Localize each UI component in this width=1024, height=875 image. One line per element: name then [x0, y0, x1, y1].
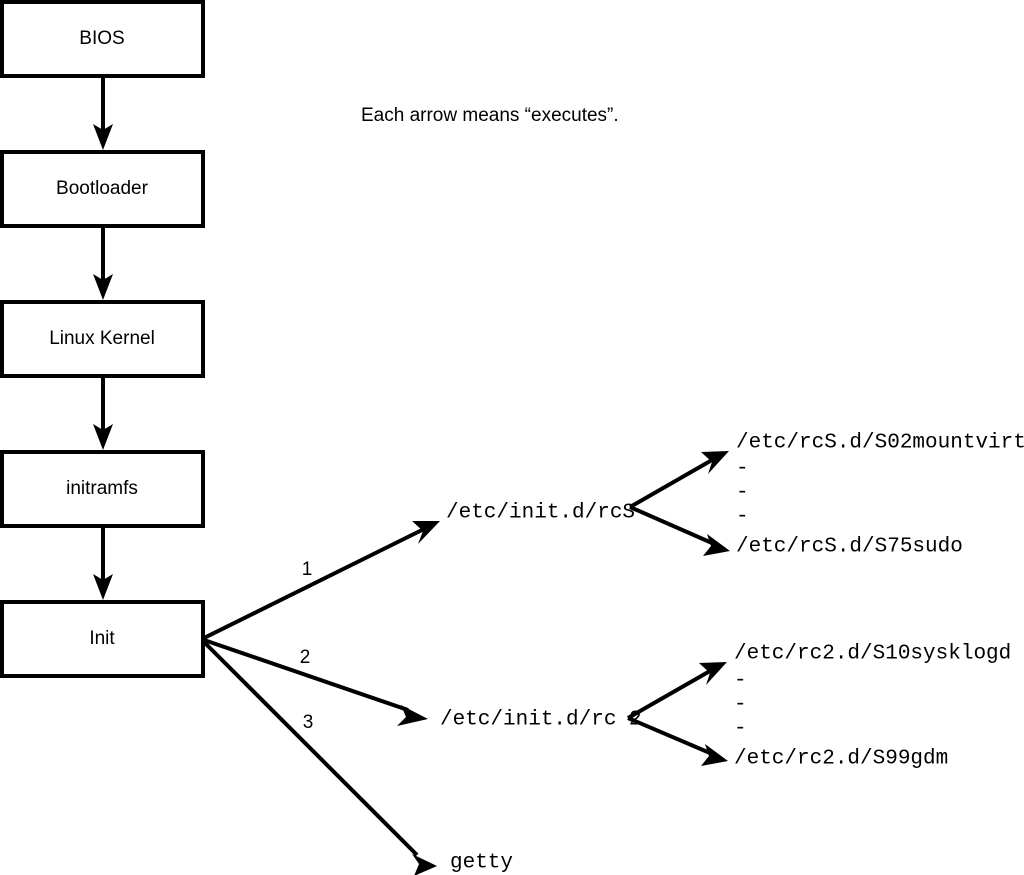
arrow-head-icon	[412, 521, 440, 544]
ellipsis-dash: -	[736, 482, 749, 505]
arrow-head-icon	[397, 705, 428, 726]
box-bios: BIOS	[0, 0, 205, 78]
box-bios-rect	[0, 0, 205, 78]
edge-line	[203, 527, 425, 640]
arrow-head-icon	[93, 274, 113, 300]
arrow-head-icon	[703, 534, 730, 556]
arrow-head-icon	[701, 744, 728, 766]
edge-label-2: 2	[300, 647, 311, 668]
connector-kernel-to-initramfs	[93, 376, 113, 450]
node-rcs-label: /etc/init.d/rcS	[446, 502, 635, 525]
arrow-head-icon	[699, 662, 727, 685]
node-rcs-child-last-label: /etc/rcS.d/S75sudo	[736, 536, 963, 559]
connector-bootloader-to-kernel	[93, 226, 113, 300]
edge-rc2-to-s99gdm	[627, 716, 728, 766]
arrow-head-icon	[412, 854, 437, 875]
box-bootloader: Bootloader	[0, 150, 205, 228]
ellipsis-dash: -	[736, 458, 749, 481]
edge-line	[203, 638, 409, 712]
node-rc2-child-first-label: /etc/rc2.d/S10sysklogd	[734, 643, 1011, 666]
box-linux-kernel-label: Linux Kernel	[49, 328, 155, 349]
connector-bios-to-bootloader	[93, 76, 113, 150]
edge-line	[627, 669, 711, 720]
node-getty-label: getty	[450, 852, 513, 875]
arrow-head-icon	[701, 451, 729, 474]
arrow-head-icon	[93, 424, 113, 450]
box-initramfs: initramfs	[0, 450, 205, 528]
ellipsis-dash: -	[734, 670, 747, 693]
connector-initramfs-to-init	[93, 526, 113, 600]
arrow-head-icon	[93, 124, 113, 150]
edge-init-to-rcs: 1	[203, 521, 440, 640]
ellipsis-dash: -	[734, 694, 747, 717]
box-init-rect	[0, 600, 205, 678]
box-bootloader-label: Bootloader	[56, 178, 149, 199]
box-bootloader-rect	[0, 150, 205, 228]
edge-line	[629, 505, 713, 545]
box-init-label: Init	[89, 628, 115, 649]
node-rc2-label: /etc/init.d/rc 2	[440, 709, 642, 732]
box-linux-kernel: Linux Kernel	[0, 300, 205, 378]
diagram-caption: Each arrow means “executes”.	[361, 105, 619, 126]
edge-label-1: 1	[302, 559, 313, 580]
edge-label-3: 3	[303, 712, 314, 733]
node-rcs-child-first-label: /etc/rcS.d/S02mountvirtfs	[736, 432, 1024, 455]
edge-rc2-to-s10sysklogd	[627, 662, 727, 720]
box-linux-kernel-rect	[0, 300, 205, 378]
edge-init-to-rc2: 2	[203, 638, 428, 726]
ellipsis-dash: -	[734, 718, 747, 741]
box-bios-label: BIOS	[79, 28, 124, 49]
edge-line	[627, 716, 711, 755]
box-init: Init	[0, 600, 205, 678]
edge-line	[629, 458, 713, 509]
edge-rcs-to-s75sudo	[629, 505, 730, 556]
ellipsis-dash: -	[736, 506, 749, 529]
edge-init-to-getty: 3	[202, 640, 437, 875]
edge-rcs-to-s02mountvirtfs	[629, 451, 729, 509]
arrow-head-icon	[93, 574, 113, 600]
node-rc2-child-last-label: /etc/rc2.d/S99gdm	[734, 748, 948, 771]
box-initramfs-label: initramfs	[66, 478, 138, 499]
edge-line	[202, 640, 419, 857]
